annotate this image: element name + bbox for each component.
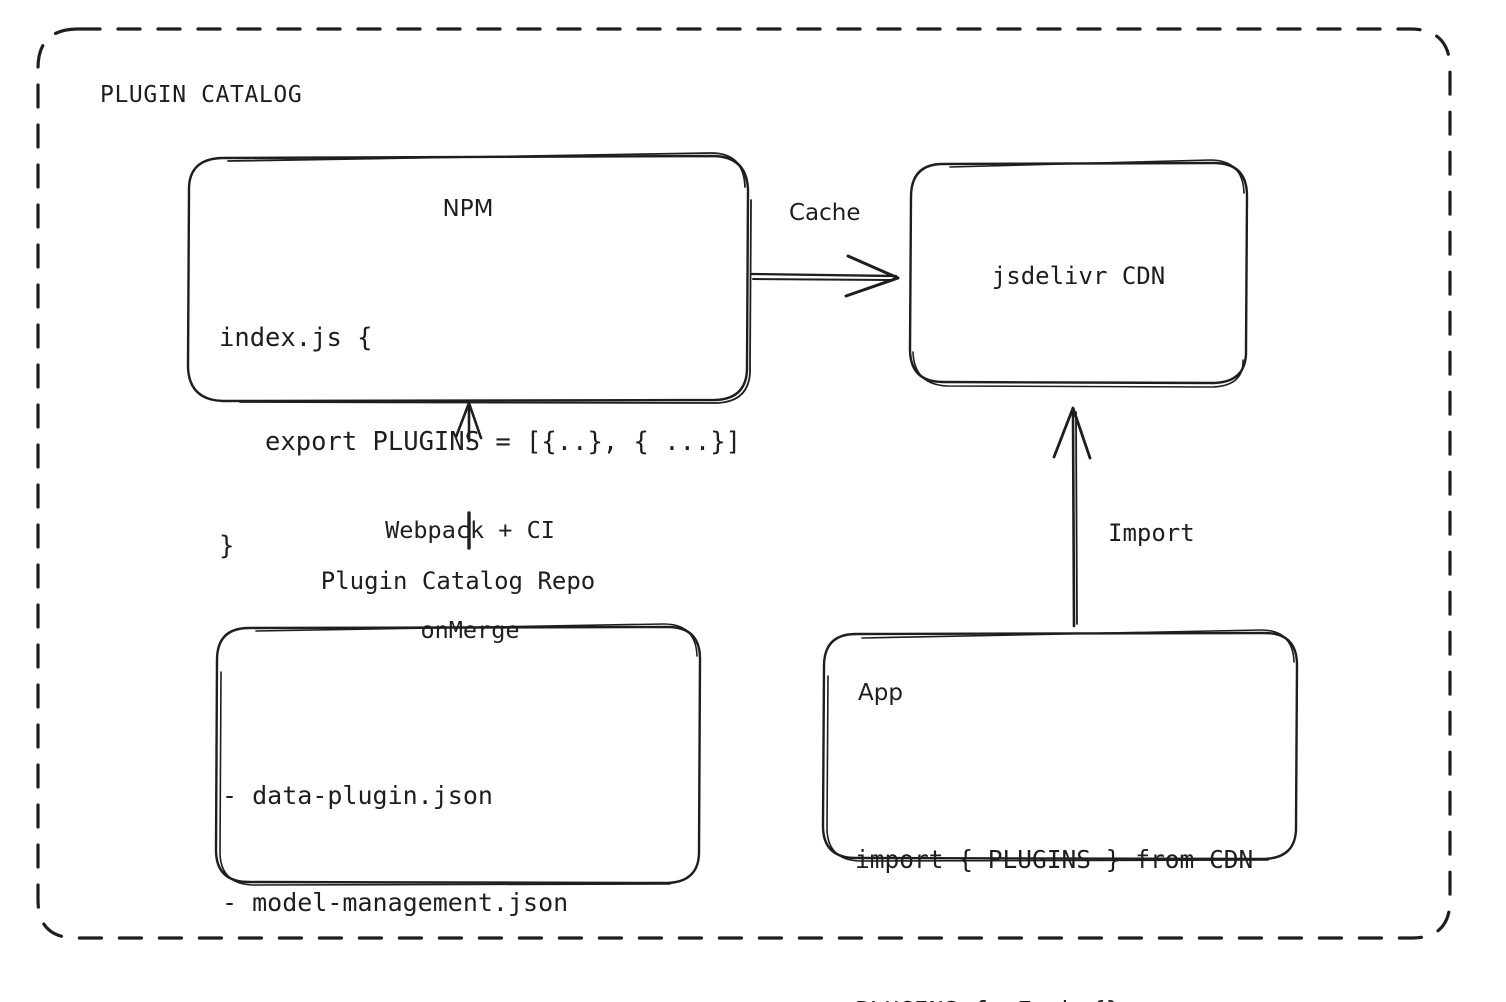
repo-file-list: - data-plugin.json - model-management.js… [222, 707, 568, 1002]
edge-label-import: Import [1108, 519, 1195, 547]
arrow-npm-to-cdn [750, 254, 900, 298]
repo-node-caption: Plugin Catalog Repo [320, 567, 596, 595]
app-code-line: import { PLUGINS } from CDN [855, 845, 1254, 875]
repo-list-item: - data-plugin.json [222, 781, 493, 810]
cdn-node-title: jsdelivr CDN [991, 262, 1166, 290]
npm-code-line: index.js { [219, 323, 373, 354]
edge-label-webpack-ci: Webpack + CI onMerge [330, 447, 610, 714]
arrow-app-to-cdn [1052, 406, 1092, 628]
edge-label-line2: onMerge [420, 615, 520, 644]
npm-code-block: index.js { export PLUGINS = [{..}, { ...… [219, 252, 741, 633]
repo-list-item: ... [222, 991, 568, 1002]
app-code-block: import { PLUGINS } from CDN PLUGINS.forE… [855, 735, 1253, 1002]
npm-node-title: NPM [442, 196, 494, 222]
frame-title: PLUGIN CATALOG [100, 82, 303, 108]
repo-list-item: - model-management.json [222, 887, 569, 917]
app-node-title: App [858, 680, 903, 706]
app-code-line: PLUGINS.forEach {} [855, 986, 1253, 1002]
edge-label-cache: Cache [789, 200, 861, 226]
edge-label-line1: Webpack + CI [385, 515, 555, 544]
npm-code-line: } [219, 531, 235, 562]
npm-code-line: export PLUGINS = [{..}, { ...}] [219, 427, 741, 458]
